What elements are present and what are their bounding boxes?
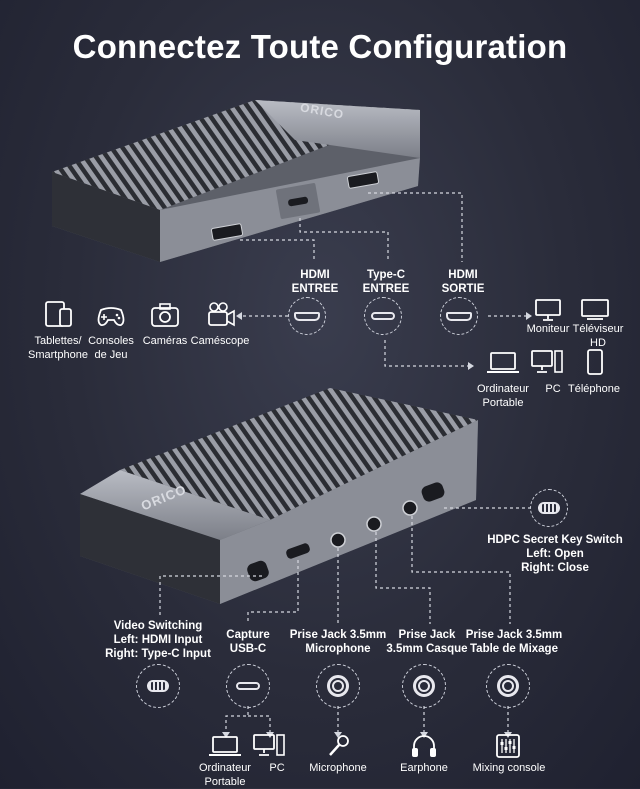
desktop-pc-icon — [531, 350, 563, 373]
bottom-target-pc-label: PC — [269, 762, 285, 774]
hdpc-switch-icon — [530, 489, 568, 527]
source-label-tablet: Tablettes/ Smartphone — [28, 335, 88, 361]
source-label-camcorder: Caméscope — [190, 335, 250, 347]
video-switching-label: Video Switching Left: HDMI Input Right: … — [105, 620, 211, 660]
typec-target-laptop-label: Ordinateur Portable — [477, 383, 529, 409]
laptop-icon — [487, 352, 519, 373]
usbc-port-icon — [226, 664, 270, 708]
bottom-device — [80, 388, 478, 604]
mixing-jack-label: Prise Jack 3.5mm Table de Mixage — [465, 629, 563, 655]
hdmi-in-port-icon — [288, 297, 326, 335]
mixing-jack-icon — [486, 664, 530, 708]
source-label-camera: Caméras — [142, 335, 188, 347]
desktop-pc-icon — [253, 734, 285, 756]
tablet-phone-icon — [45, 301, 72, 327]
source-label-console: Consoles de Jeu — [88, 335, 134, 361]
hdmi-out-port-icon — [440, 297, 478, 335]
headphone-jack-icon — [402, 664, 446, 708]
bottom-target-mic-label: Microphone — [309, 762, 367, 774]
page-title: Connectez Toute Configuration — [72, 28, 568, 65]
tv-icon — [581, 299, 609, 320]
headphone-jack-label: Prise Jack 3.5mm Casque — [386, 629, 468, 655]
capture-usbc-label: Capture USB-C — [226, 629, 270, 655]
top-connector-lines — [159, 192, 530, 732]
top-device — [52, 100, 420, 262]
typec-target-phone-label: Téléphone — [568, 383, 620, 395]
typec-target-pc-label: PC — [545, 383, 561, 395]
bottom-target-mixing-label: Mixing console — [472, 762, 546, 774]
laptop-icon — [209, 736, 241, 756]
video-switch-icon — [136, 664, 180, 708]
phone-icon — [587, 349, 603, 375]
bottom-target-earphone-label: Earphone — [400, 762, 448, 774]
microphone-icon — [329, 735, 349, 756]
gamepad-icon — [97, 307, 125, 327]
typec-in-port-icon — [364, 297, 402, 335]
mic-jack-icon — [316, 664, 360, 708]
monitor-icon — [535, 299, 561, 321]
headphones-icon — [412, 735, 436, 757]
bottom-target-laptop-label: Ordinateur Portable — [199, 762, 251, 788]
camcorder-icon — [208, 302, 235, 327]
output-label-tv: Téléviseur HD — [572, 323, 624, 349]
mic-jack-label: Prise Jack 3.5mm Microphone — [289, 629, 387, 655]
camera-icon — [151, 303, 179, 327]
output-label-monitor: Moniteur — [526, 323, 570, 335]
mixing-console-icon — [496, 734, 520, 758]
